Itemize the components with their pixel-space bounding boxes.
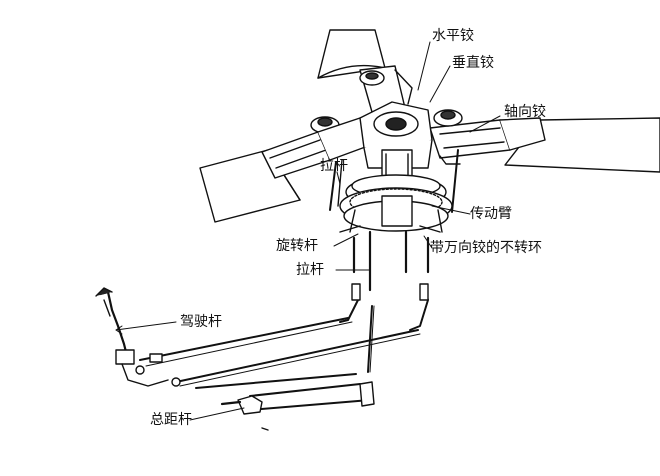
collective-lever-assembly [220,381,375,431]
label-pitch-link-upper: 拉杆 [320,158,348,174]
label-pitch-link-lower: 拉杆 [296,262,324,278]
rotor-hub [359,101,433,169]
bellcrank-left [339,283,361,323]
label-drive-arm: 传动臂 [470,206,512,222]
blade-top [317,29,386,79]
blade-grip-right [429,109,546,159]
label-lead-lag-hinge: 垂直铰 [452,55,494,71]
swashplate [339,174,453,233]
leader-lines [115,41,501,421]
label-nonrotating-ring: 带万向铰的不转环 [430,240,542,256]
lower-rods [339,225,441,292]
label-rotating-ring: 旋转杆 [276,238,318,254]
blade-grip-left [261,116,369,179]
label-cyclic-stick: 驾驶杆 [180,314,222,330]
pitch-link-upper-right [439,149,461,213]
cyclic-stick-assembly [95,287,181,387]
label-feathering-hinge: 轴向铰 [504,104,546,120]
label-collective-lever: 总距杆 [150,412,192,428]
push-rods [139,305,421,411]
bellcrank-right [409,283,429,331]
blade-grip-top [359,65,413,113]
label-flapping-hinge: 水平铰 [432,28,474,44]
